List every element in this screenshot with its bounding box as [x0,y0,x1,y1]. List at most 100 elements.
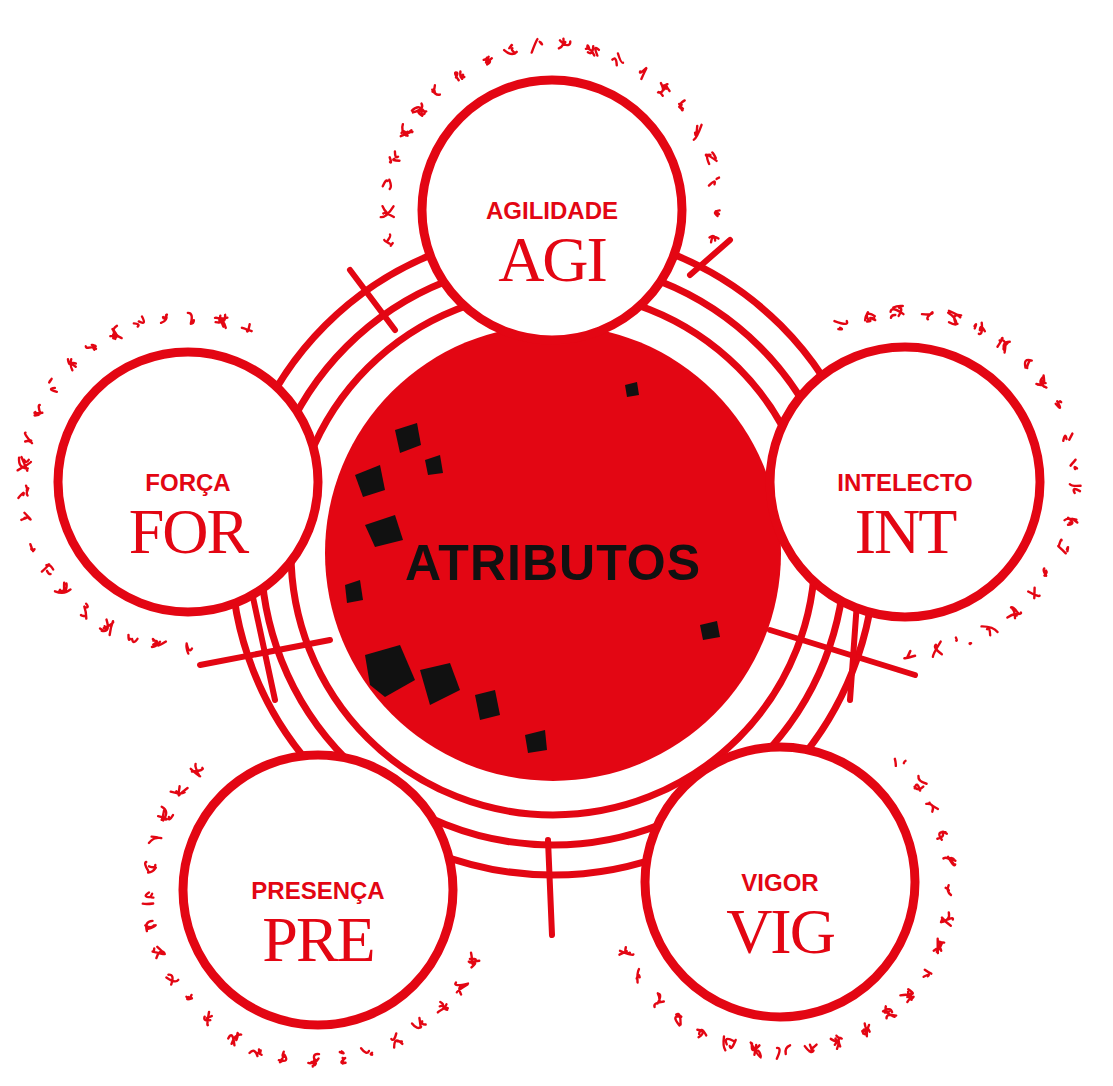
splatter-blob [625,382,639,397]
circle-ring [183,755,453,1025]
attribute-abbreviation: VIG [726,900,834,964]
attribute-circle: AGILIDADEAGI [417,75,687,345]
rune-glyph [18,457,32,472]
rune-glyph [171,781,188,798]
circle-label: FORÇAFOR [53,347,323,617]
rune-glyph [127,635,138,643]
rune-glyph [904,651,915,659]
rune-glyph [142,892,153,904]
ring [291,291,815,815]
rune-glyph [930,642,943,657]
rune-glyph [859,1022,873,1037]
rune-glyph [649,993,665,1009]
rune-glyph [23,433,35,444]
rune-glyph [1004,605,1021,622]
rune-glyph [715,210,720,216]
splatter-blob [420,663,460,705]
splatter-blob [395,423,421,453]
rune-glyph [945,885,951,895]
rune-glyph [632,969,645,982]
splatter-blob [355,465,385,497]
rune-glyph [381,206,394,217]
rune-glyph [1070,460,1077,470]
circle-label: AGILIDADEAGI [417,75,687,345]
rune-glyph [18,486,29,498]
brush-stroke [770,630,915,675]
rune-glyph [655,80,672,97]
rune-glyph [585,45,600,57]
rune-glyph [40,563,54,577]
rune-glyph [503,44,517,56]
rune-glyph [559,38,571,49]
rune-glyph [157,807,175,824]
rune-glyph [1064,517,1078,527]
attribute-abbreviation: AGI [498,228,606,292]
attribute-circle: VIGOR VIG [640,742,920,1022]
rune-glyph [55,582,71,598]
rune-glyph [830,1034,844,1049]
rune-glyph [33,404,44,418]
rune-glyph [709,235,719,243]
rune-glyph [910,775,927,793]
rune-glyph [29,543,35,551]
rune-glyph [618,946,634,960]
rune-glyph [689,124,706,140]
circle-label: PRESENÇAPRE [178,750,458,1030]
rune-glyph [249,1047,263,1058]
rune-glyph [943,856,956,866]
circle-ring [58,352,318,612]
rune-glyph [926,800,938,812]
attribute-abbreviation: INT [855,500,956,564]
rune-glyph [411,102,428,119]
central-disc [325,325,781,781]
rune-glyph [383,234,393,246]
splatter-blob [345,580,363,603]
rune-glyph [720,1036,736,1052]
rune-glyph [151,639,166,649]
attribute-name: VIGOR [741,870,818,896]
circle-ring [645,747,915,1017]
rune-glyph [972,321,987,336]
brush-stroke [690,240,730,275]
rune-glyph [213,313,228,328]
circle-label: VIGOR VIG [640,742,920,1022]
attribute-name: INTELECTO [837,470,973,496]
rune-glyph [308,1054,319,1067]
rune-glyph [945,311,961,326]
brush-stroke [548,840,552,935]
rune-glyph [982,621,998,638]
rune-glyph [936,831,948,841]
rune-glyph [107,326,122,342]
ink-splatter [345,382,720,753]
rune-glyph [678,100,689,111]
rune-glyph [890,306,903,318]
rune-glyph [941,911,955,926]
diagram-title-text: ATRIBUTOS [405,536,701,591]
rune-glyph [996,337,1012,353]
rune-glyphs [18,38,1081,1066]
rune-glyph [672,1013,685,1025]
rune-glyph [695,1028,708,1040]
rune-glyph [227,1030,242,1046]
splatter-blob [525,730,547,753]
rune-glyph [805,1043,818,1053]
circle-ring [770,347,1040,617]
rune-glyph [434,1000,450,1016]
rune-glyph [1062,434,1074,442]
rune-glyph [186,643,192,653]
attribute-circle: FORÇAFOR [53,347,323,617]
rune-glyph [389,1033,403,1048]
rune-glyph [186,993,194,1000]
rune-glyph [145,920,157,931]
rune-glyph [397,124,413,140]
attribute-abbreviation: FOR [129,500,248,564]
rune-glyph [483,56,493,65]
rune-glyph [1057,540,1071,554]
rune-glyph [466,953,481,969]
rune-glyph [749,1043,763,1058]
rune-glyph [1028,586,1042,600]
rune-glyph [160,315,168,323]
splatter-blob [365,515,403,547]
rune-glyph [241,322,253,333]
rune-glyph [430,85,441,97]
